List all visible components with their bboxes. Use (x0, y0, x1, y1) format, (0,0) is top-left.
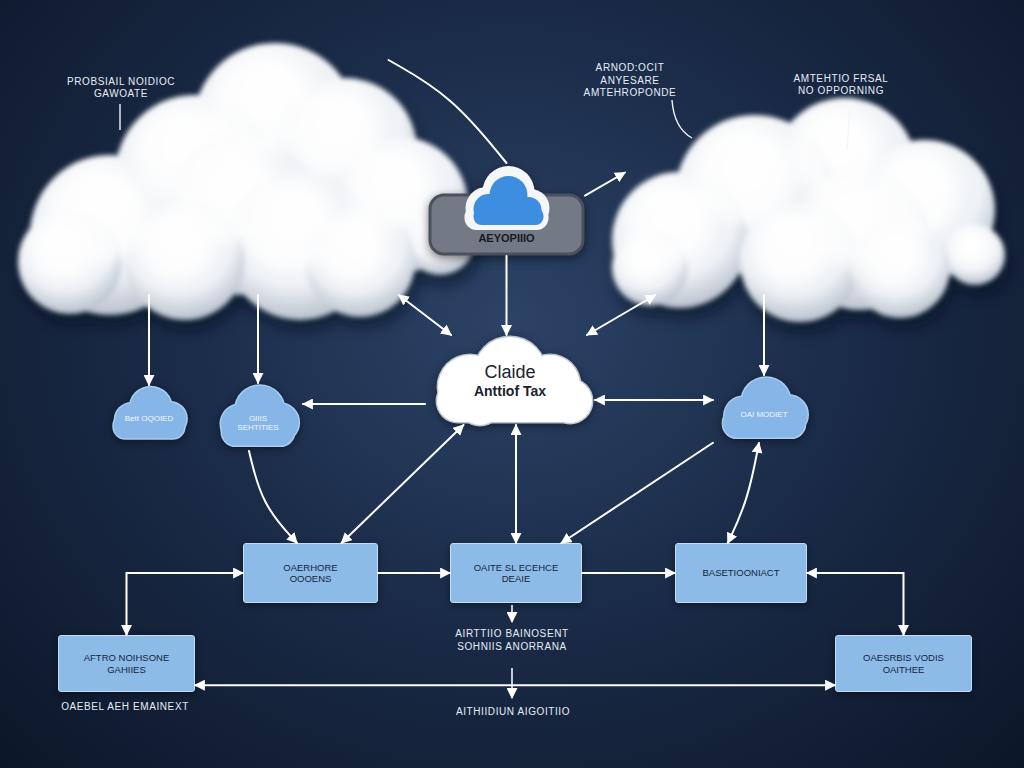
cloud-base (723, 409, 805, 438)
node-label: OAITE SL ECEHCE DEAIE (471, 562, 561, 584)
node-label: OAI MODIET (740, 410, 787, 419)
small-cloud: GIIIS SEHTITIES (213, 383, 303, 451)
small-cloud: Bett OQOIED (105, 385, 193, 443)
flow-arrow (303, 403, 425, 405)
cloud-puff (755, 211, 827, 283)
flow-arrow (728, 443, 759, 543)
flow-arrow (127, 573, 244, 635)
cloud-group: AMTEHTIO FRSAL NO OPPORNING (605, 100, 1005, 315)
text-area: OAI MODIET (733, 397, 795, 433)
flow-arrow (249, 451, 297, 543)
cloud-body (612, 98, 1005, 322)
cloud-service: AEYOPIIIO (428, 163, 585, 256)
flow-arrow (582, 572, 675, 574)
node-label: OAESRBIS VODIS OAITHEE (856, 652, 951, 674)
cloud-puff (474, 337, 546, 409)
text-area: BASETIOONIACT (676, 544, 806, 602)
flow-arrow (515, 425, 517, 543)
leader-line (119, 104, 120, 130)
text-area: OAERHORE OOOENS (244, 544, 377, 602)
process-box: AFTRO NOIHSONE GAHIIES (58, 635, 195, 692)
cloud-puff (319, 215, 385, 281)
node-label: Bett OQOIED (125, 414, 173, 423)
flow-arrow (378, 572, 450, 574)
cloud-puff (140, 209, 212, 281)
flow-arrow (807, 573, 904, 635)
text-area: PROBSIAIL NOIDIOC GAWOATE (65, 76, 177, 100)
text-area: Bett OQOIED (123, 403, 175, 435)
text-area: GIIIS SEHTITIES (229, 405, 287, 441)
annotation-label: AIRTTIIO BAINOSENT SOHNIIS ANORRANA (437, 628, 587, 653)
cloud-outline (713, 375, 815, 443)
process-box: BASETIOONIACT (675, 543, 807, 603)
node-label: AMTEHTIO FRSAL NO OPPORNING (785, 73, 897, 97)
cloud-base (437, 380, 583, 422)
text-area: OAESRBIS VODIS OAITHEE (836, 636, 971, 691)
node-label: AEYOPIIIO (478, 232, 534, 245)
cloud-edge (436, 379, 585, 424)
text-area: OAITE SL ECEHCE DEAIE (451, 544, 581, 602)
annotation-label: OAEBEL AEH EMAINEXT (40, 701, 210, 714)
cloud-outline (105, 385, 193, 443)
cloud-highlight (622, 109, 989, 286)
cloud-puff (953, 230, 989, 266)
cloud-body (18, 43, 475, 320)
central-cloud: ClaideAnttiof Tax (425, 335, 595, 425)
small-cloud: OAI MODIET (713, 375, 815, 443)
node-label: PROBSIAIL NOIDIOC GAWOATE (65, 76, 177, 100)
annotation-label: ARNOD:OCIT ANYESARE AMTEHROPONDE (568, 62, 692, 100)
node-subtitle: Anttiof Tax (474, 383, 546, 400)
cloud-illustration (605, 100, 1005, 315)
node-label: OAERHORE OOOENS (264, 562, 357, 584)
cloud-puff (945, 225, 1005, 285)
cloud-edge (112, 413, 185, 440)
pointer-arrow (511, 605, 513, 622)
flow-arrow (585, 173, 625, 196)
cloud-group: PROBSIAIL NOIDIOC GAWOATE (20, 40, 470, 315)
leader-line (672, 100, 692, 138)
node-label: BASETIOONIACT (702, 567, 779, 578)
flow-arrow (561, 443, 713, 543)
process-box: OAITE SL ECEHCE DEAIE (450, 543, 582, 603)
node-label: Claide (484, 362, 535, 383)
pointer-arrow (511, 668, 513, 698)
text-area: AFTRO NOIHSONE GAHIIES (59, 636, 194, 691)
cloud-puff (349, 147, 431, 229)
flow-arrow (506, 256, 508, 335)
cloud-edge (722, 408, 807, 440)
cloud-puff (863, 226, 923, 286)
process-box: OAESRBIS VODIS OAITHEE (835, 635, 972, 692)
process-box: OAERHORE OOOENS (243, 543, 378, 603)
cloud-puff (791, 109, 877, 195)
cloud-puff (695, 127, 791, 223)
cloud-puff (622, 236, 668, 282)
node-label: AFTRO NOIHSONE GAHIIES (79, 652, 174, 674)
text-area: AMTEHTIO FRSAL NO OPPORNING (785, 73, 897, 97)
cloud-highlight (31, 55, 456, 281)
connector-group (127, 60, 904, 685)
text-area: AEYOPIIIO (432, 227, 581, 249)
node-label: GIIIS SEHTITIES (229, 414, 287, 433)
flow-arrow (342, 425, 464, 543)
flow-arrow (195, 684, 835, 686)
icon-cloud (474, 208, 544, 225)
annotation-label: AITHIIDIUN AIGOITIIO (428, 706, 598, 719)
flow-arrow (595, 399, 713, 401)
cloud-puff (31, 218, 93, 280)
text-area: ClaideAnttiof Tax (435, 355, 585, 407)
cloud-base (114, 414, 184, 438)
